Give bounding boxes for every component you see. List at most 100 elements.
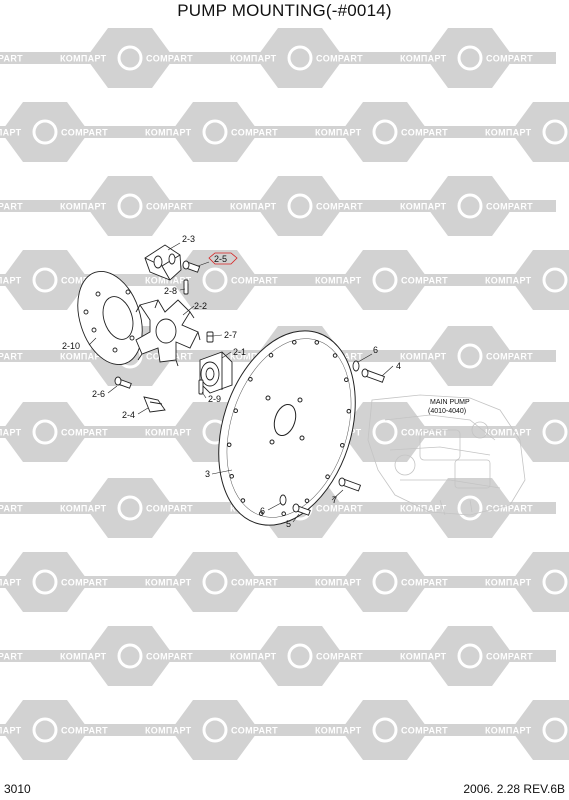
- watermark-tile: КОМПАРТ COMPART: [129, 102, 301, 162]
- callout-2-7: 2-7: [224, 330, 237, 340]
- page-number: 3010: [4, 782, 31, 796]
- watermark-word-left: КОМПАРТ: [60, 352, 107, 362]
- part-2-6-bolt: [114, 376, 132, 389]
- watermark-word-right: COMPART: [146, 54, 193, 64]
- main-pump-range: (4010-4040): [428, 408, 466, 415]
- watermark-word-left: КОМПАРТ: [60, 202, 107, 212]
- watermark-word-right: COMPART: [401, 128, 448, 138]
- watermark-word-left: КОМПАРТ: [145, 428, 192, 438]
- watermark-word-left: КОМПАРТ: [60, 504, 107, 514]
- watermark-word-left: КОМПАРТ: [0, 578, 22, 588]
- watermark-word-right: COMPART: [486, 652, 533, 662]
- watermark-word-right: COMPART: [0, 352, 23, 362]
- flywheel-bolt-hole: [292, 340, 297, 345]
- watermark-word-right: COMPART: [61, 128, 108, 138]
- watermark-tile: КОМПАРТ COMPART: [299, 552, 471, 612]
- watermark-tile: КОМПАРТ COMPART: [214, 28, 386, 88]
- watermark-word-right: COMPART: [316, 54, 363, 64]
- watermark-word-right: COMPART: [61, 578, 108, 588]
- part-2-1-hub: [199, 351, 233, 394]
- callout-2-3: 2-3: [182, 234, 195, 244]
- watermark-word-right: COMPART: [61, 428, 108, 438]
- watermark-word-left: КОМПАРТ: [145, 128, 192, 138]
- watermark-word-right: COMPART: [486, 504, 533, 514]
- part-2-7-set-screw: [206, 331, 214, 343]
- watermark-tile: КОМПАРТ COMPART: [384, 176, 556, 236]
- watermark-word-left: КОМПАРТ: [400, 352, 447, 362]
- watermark-tile: КОМПАРТ COMPART: [0, 552, 131, 612]
- callout-5: 5: [286, 519, 291, 529]
- watermark-word-right: COMPART: [231, 128, 278, 138]
- watermark-word-right: COMPART: [401, 276, 448, 286]
- part-5-bolt: [292, 503, 311, 516]
- flywheel-bolt-hole: [340, 443, 345, 448]
- part-2-9-pin: [198, 379, 204, 395]
- revision-date: 2006. 2.28 REV.6B: [463, 782, 565, 796]
- watermark-word-right: COMPART: [486, 202, 533, 212]
- watermark-word-left: КОМПАРТ: [485, 276, 532, 286]
- watermark-word-right: COMPART: [401, 578, 448, 588]
- callout-7: 7: [332, 495, 337, 505]
- watermark-word-right: COMPART: [146, 504, 193, 514]
- callout-6-upper: 6: [373, 345, 378, 355]
- flywheel-bolt-hole: [229, 474, 234, 479]
- watermark-word-right: COMPART: [146, 202, 193, 212]
- watermark-word-right: COMPART: [486, 352, 533, 362]
- watermark-word-left: КОМПАРТ: [230, 54, 277, 64]
- watermark-word-left: КОМПАРТ: [315, 578, 362, 588]
- flywheel-bolt-hole: [346, 408, 352, 414]
- callout-6-lower: 6: [260, 506, 265, 516]
- highlight-hexagon-2-5: [208, 252, 238, 265]
- watermark-word-left: КОМПАРТ: [485, 428, 532, 438]
- part-2-3-coupling-block: [144, 244, 182, 281]
- callout-3: 3: [205, 469, 210, 479]
- watermark-word-left: КОМПАРТ: [230, 652, 277, 662]
- flywheel-bolt-hole: [332, 353, 338, 358]
- watermark-word-right: COMPART: [0, 202, 23, 212]
- part-7-bolt: [338, 477, 362, 492]
- watermark-word-left: КОМПАРТ: [315, 128, 362, 138]
- watermark-word-right: COMPART: [146, 652, 193, 662]
- watermark-word-left: КОМПАРТ: [145, 726, 192, 736]
- watermark-word-right: COMPART: [401, 428, 448, 438]
- watermark-word-left: КОМПАРТ: [400, 202, 447, 212]
- part-6-washer-lower: [279, 494, 287, 506]
- watermark-word-right: COMPART: [61, 726, 108, 736]
- watermark-word-right: COMPART: [0, 504, 23, 514]
- watermark-word-left: КОМПАРТ: [0, 276, 22, 286]
- watermark-word-left: КОМПАРТ: [0, 726, 22, 736]
- part-2-2-flex-element: [135, 299, 201, 367]
- watermark-word-right: COMPART: [316, 504, 363, 514]
- watermark-word-right: COMPART: [231, 726, 278, 736]
- watermark-tile: КОМПАРТ COMPART: [384, 326, 556, 386]
- watermark-word-right: COMPART: [0, 652, 23, 662]
- watermark-word-left: КОМПАРТ: [315, 276, 362, 286]
- part-2-5-bolt: [182, 260, 201, 273]
- flywheel-bolt-hole: [281, 511, 287, 517]
- watermark-tile: КОМПАРТ COMPART: [0, 700, 131, 760]
- part-2-4-stud: [143, 396, 166, 413]
- watermark-word-right: COMPART: [316, 652, 363, 662]
- flywheel-bolt-hole: [304, 498, 310, 504]
- watermark-word-left: КОМПАРТ: [485, 128, 532, 138]
- flywheel-bolt-hole: [314, 340, 320, 345]
- callout-4: 4: [396, 361, 401, 371]
- watermark-tile: КОМПАРТ COMPART: [299, 250, 471, 310]
- callout-2-2: 2-2: [194, 301, 207, 311]
